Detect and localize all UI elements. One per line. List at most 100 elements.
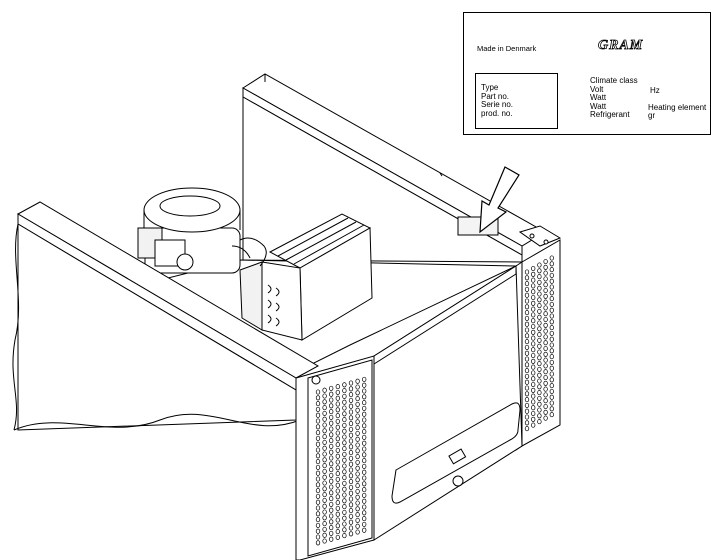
vent-hole xyxy=(329,449,334,455)
vent-hole xyxy=(315,540,321,546)
vent-hole xyxy=(355,471,360,477)
vent-hole xyxy=(322,405,327,411)
vent-hole xyxy=(348,455,354,461)
vent-hole xyxy=(355,477,360,483)
vent-hole xyxy=(322,526,327,532)
vent-hole xyxy=(329,496,334,502)
vent-hole xyxy=(348,386,354,392)
ventilation-holes-front xyxy=(315,376,367,546)
vent-hole xyxy=(335,476,340,482)
vent-hole xyxy=(362,481,367,487)
vent-hole xyxy=(531,265,536,272)
vent-hole xyxy=(335,401,340,407)
vent-hole xyxy=(549,394,554,400)
vent-hole xyxy=(335,471,340,477)
vent-hole xyxy=(537,337,542,343)
vent-hole xyxy=(549,377,554,383)
vent-hole xyxy=(315,499,321,505)
vent-hole xyxy=(549,371,554,377)
vent-hole xyxy=(329,409,334,415)
vent-hole xyxy=(348,508,354,514)
vent-hole xyxy=(322,410,327,416)
gr-unit: gr xyxy=(648,111,656,120)
vent-hole xyxy=(524,286,530,292)
vent-hole xyxy=(348,392,354,398)
vent-hole xyxy=(329,484,334,490)
vent-hole xyxy=(524,368,530,374)
vent-hole xyxy=(362,521,367,527)
watt-label: Watt xyxy=(590,93,607,102)
vent-hole xyxy=(362,400,367,406)
vent-hole xyxy=(524,304,530,310)
vent-hole xyxy=(543,357,548,363)
vent-hole xyxy=(329,420,334,426)
vent-hole xyxy=(543,345,548,352)
vent-hole xyxy=(335,511,340,517)
vent-hole xyxy=(322,428,327,434)
vent-hole xyxy=(524,391,530,397)
vent-hole xyxy=(355,419,360,425)
vent-hole xyxy=(524,414,530,420)
vent-hole xyxy=(329,472,334,478)
vent-hole xyxy=(362,394,367,400)
vent-hole xyxy=(322,422,327,428)
vent-hole xyxy=(348,490,354,496)
vent-hole xyxy=(362,411,367,417)
vent-hole xyxy=(543,392,548,398)
vent-hole xyxy=(329,530,334,536)
vent-hole xyxy=(537,407,542,413)
vent-hole xyxy=(348,444,354,450)
left-side-panel xyxy=(12,201,320,431)
vent-hole xyxy=(362,446,367,452)
vent-hole xyxy=(524,275,530,281)
vent-hole xyxy=(348,496,354,502)
vent-hole xyxy=(543,351,548,357)
vent-hole xyxy=(348,502,354,508)
vent-hole xyxy=(524,362,530,368)
vent-hole xyxy=(531,300,536,306)
vent-hole xyxy=(531,289,536,295)
vent-hole xyxy=(342,469,347,475)
vent-hole xyxy=(549,330,554,336)
vent-hole xyxy=(329,461,334,467)
vent-hole xyxy=(315,395,321,401)
vent-hole xyxy=(342,521,347,527)
vent-hole xyxy=(549,319,554,325)
vent-hole xyxy=(329,490,334,496)
vent-hole xyxy=(342,509,347,515)
vent-hole xyxy=(362,463,367,469)
vent-hole xyxy=(549,412,554,418)
vent-hole xyxy=(322,416,327,422)
vent-hole xyxy=(362,516,367,522)
hz-unit: Hz xyxy=(650,86,660,95)
vent-hole xyxy=(342,515,347,521)
vent-hole xyxy=(524,397,530,403)
vent-hole xyxy=(537,274,542,280)
vent-hole xyxy=(335,384,340,390)
vent-hole xyxy=(348,415,354,421)
vent-hole xyxy=(322,486,327,492)
vent-hole xyxy=(537,303,542,309)
vent-hole xyxy=(315,522,321,528)
vent-hole xyxy=(362,434,367,440)
vent-hole xyxy=(362,417,367,423)
vent-hole xyxy=(355,494,360,500)
vent-hole xyxy=(348,519,354,525)
vent-hole xyxy=(355,378,360,384)
vent-hole xyxy=(322,463,327,469)
vent-hole xyxy=(342,463,347,469)
vent-hole xyxy=(355,517,360,523)
vent-hole xyxy=(531,347,536,353)
vent-hole xyxy=(329,519,334,525)
vent-hole xyxy=(335,430,340,436)
vent-hole xyxy=(543,258,548,265)
vent-hole xyxy=(315,470,321,476)
vent-hole xyxy=(335,488,340,494)
vent-hole xyxy=(329,432,334,438)
vent-hole xyxy=(315,406,321,412)
vent-hole xyxy=(549,261,554,267)
vent-hole xyxy=(362,388,367,394)
vent-hole xyxy=(342,498,347,504)
prod-no-label: prod. no. xyxy=(481,109,513,118)
vent-hole xyxy=(537,308,542,314)
